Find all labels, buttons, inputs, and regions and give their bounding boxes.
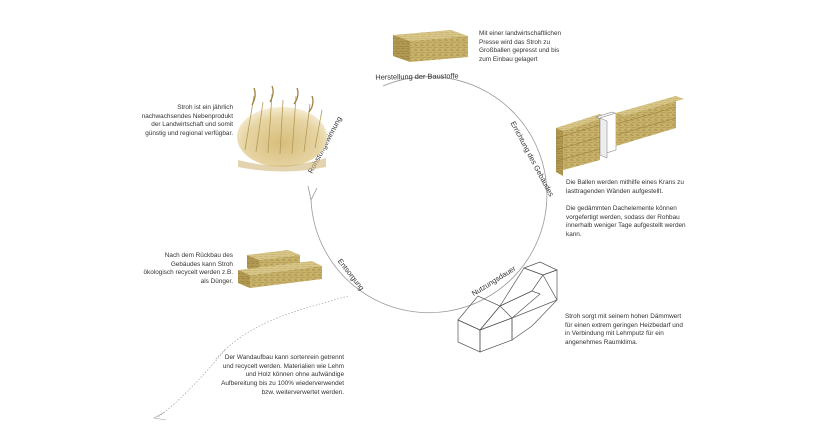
wheat-field-icon [237, 85, 327, 172]
stage-label-construction: Errichtung des Gebäudes [509, 120, 556, 198]
manufacturing-description: Mit einer landwirtschaftlichen Presse wi… [479, 30, 562, 63]
raw-material-description: Stroh ist ein jährlich nachwachsendes Ne… [141, 104, 233, 137]
stacked-bales-icon [238, 250, 322, 288]
straw-bale-icon [393, 30, 468, 62]
reuse-outflow-path [153, 295, 349, 421]
reuse-description: Der Wandaufbau kann sortenrein getrennt … [221, 354, 344, 396]
disposal-description: Nach dem Rückbau des Gebäudes kann Stroh… [143, 252, 233, 285]
straw-wall-icon [555, 96, 684, 176]
stage-label-disposal: Entsorgung [336, 257, 366, 292]
stage-label-manufacturing: Herstellung der Baustoffe [375, 71, 458, 81]
construction-description: Die Ballen werden mithilfe eines Krans z… [566, 179, 686, 238]
use-description: Stroh sorgt mit seinem hohen Dämmwert fü… [565, 313, 683, 346]
house-outline-icon [457, 261, 558, 353]
cycle-circle [307, 76, 548, 314]
